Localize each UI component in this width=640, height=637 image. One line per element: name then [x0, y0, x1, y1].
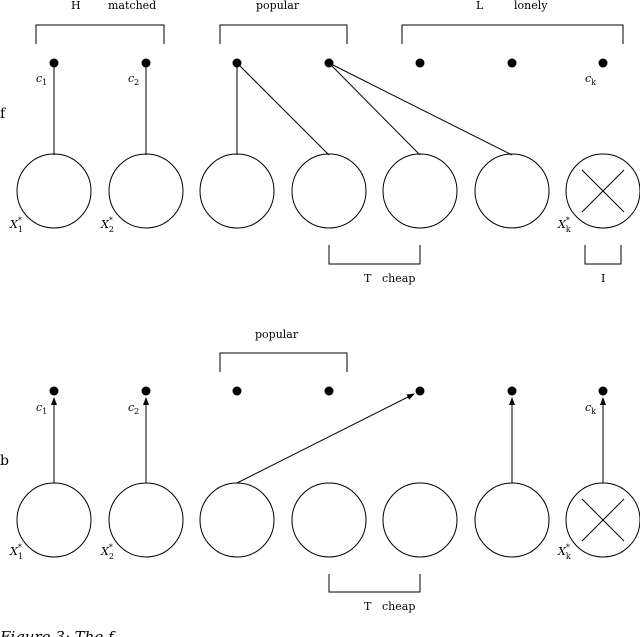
label-h: H	[71, 0, 81, 12]
circle-5	[382, 153, 458, 229]
circle-6	[474, 153, 550, 229]
label-popular: popular	[256, 0, 300, 12]
node-ck-b	[598, 386, 608, 396]
node-label-c1: c1	[36, 72, 47, 87]
node-c2-b	[141, 386, 151, 396]
arrow-x3-n5	[236, 393, 415, 484]
circle-x2-b	[108, 482, 184, 558]
node-label-c2-b: c2	[128, 401, 139, 416]
node-label-c1-b: c1	[36, 401, 47, 416]
node-ck	[598, 58, 608, 68]
circle-x1	[16, 153, 92, 229]
label-i: I	[601, 272, 605, 285]
panel-label-b: b	[0, 453, 9, 469]
bracket-popular-b	[219, 352, 348, 372]
circle-6-b	[474, 482, 550, 558]
node-label-c2: c2	[128, 72, 139, 87]
bracket-t-cheap	[328, 245, 421, 265]
label-l: L	[476, 0, 484, 12]
label-cheap-b: cheap	[382, 600, 415, 613]
circle-label-x1: X*1	[9, 216, 23, 234]
node-lonely-2	[507, 58, 517, 68]
edge-p2-x6	[328, 62, 513, 156]
circle-4	[291, 153, 367, 229]
node-label-ck-b: ck	[585, 401, 596, 416]
label-popular-b: popular	[255, 328, 299, 341]
circle-3	[199, 153, 275, 229]
node-popular-1-b	[232, 386, 242, 396]
circle-label-xk-b: X*k	[557, 543, 571, 561]
node-label-ck: ck	[585, 72, 596, 87]
bracket-t-cheap-b	[328, 574, 421, 593]
bracket-h-matched	[35, 24, 165, 44]
label-t: T	[364, 272, 372, 285]
bracket-i	[584, 245, 622, 265]
cross-xk-b-b	[581, 498, 625, 542]
panel-label-f: f	[0, 106, 7, 122]
circle-x1-b	[16, 482, 92, 558]
bracket-l-lonely	[401, 24, 624, 44]
label-lonely: lonely	[514, 0, 548, 12]
cross-xk-b	[581, 169, 625, 213]
circle-label-xk: X*k	[557, 216, 571, 234]
circle-x2	[108, 153, 184, 229]
circle-label-x1-b: X*1	[9, 543, 23, 561]
node-5-b	[415, 386, 425, 396]
edge-p2-x5	[328, 62, 421, 156]
circle-5-b	[382, 482, 458, 558]
circle-3-b	[199, 482, 275, 558]
circle-xk	[565, 153, 640, 229]
label-matched: matched	[108, 0, 156, 12]
circle-xk-b	[565, 482, 640, 558]
edge-p1-x4	[236, 62, 330, 156]
node-6-b	[507, 386, 517, 396]
circle-4-b	[291, 482, 367, 558]
label-cheap: cheap	[382, 272, 415, 285]
figure-caption: Figure 3: The f	[0, 628, 116, 637]
node-lonely-1	[415, 58, 425, 68]
top-panel: H matched popular L lonely c1 c2 ck f	[0, 0, 640, 285]
bottom-panel: popular c1 c2 ck b X*1 X*2 X*k T	[0, 328, 640, 613]
circle-label-x2-b: X*2	[100, 543, 114, 561]
bracket-popular	[219, 24, 348, 44]
label-t-b: T	[364, 600, 372, 613]
circle-label-x2: X*2	[100, 216, 114, 234]
node-popular-2-b	[324, 386, 334, 396]
node-c1-b	[49, 386, 59, 396]
